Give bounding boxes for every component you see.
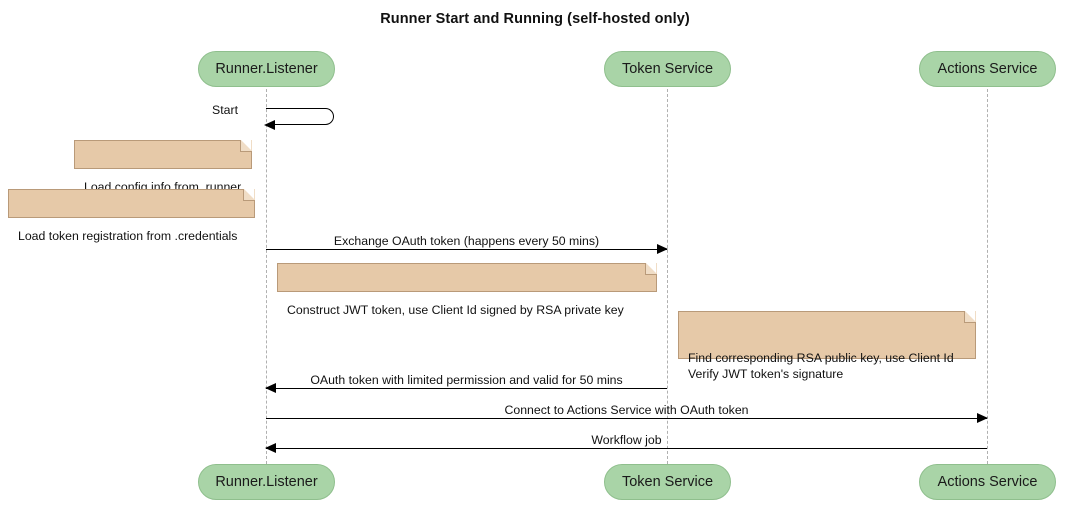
note-load-token-text: Load token registration from .credential…: [18, 229, 238, 243]
message-connect-actions-arrowhead: [977, 413, 988, 423]
participant-actions-top[interactable]: Actions Service: [919, 51, 1056, 87]
message-connect-actions-label: Connect to Actions Service with OAuth to…: [504, 403, 749, 417]
message-exchange-oauth-line: [266, 249, 667, 250]
note-construct-jwt-text: Construct JWT token, use Client Id signe…: [287, 303, 624, 317]
self-message-start-loop: [266, 108, 334, 125]
note-verify-jwt: Find corresponding RSA public key, use C…: [678, 310, 976, 381]
participant-actions-bottom-label: Actions Service: [937, 474, 1038, 490]
note-load-config: Load config info from .runner: [74, 139, 252, 194]
note-fold-corner-icon: [964, 310, 976, 323]
message-workflow-job-label: Workflow job: [591, 433, 662, 447]
self-message-start-arrowhead: [264, 120, 275, 130]
note-load-token: Load token registration from .credential…: [8, 188, 255, 243]
lifeline-token: [667, 89, 668, 464]
participant-token-top[interactable]: Token Service: [604, 51, 731, 87]
message-oauth-response-line: [266, 388, 667, 389]
participant-runner-top[interactable]: Runner.Listener: [198, 51, 335, 87]
lifeline-actions: [987, 89, 988, 464]
message-workflow-job-line: [266, 448, 987, 449]
message-workflow-job-arrowhead: [265, 443, 276, 453]
note-fold-corner-icon: [243, 188, 255, 201]
participant-token-bottom-label: Token Service: [621, 474, 714, 490]
note-construct-jwt: Construct JWT token, use Client Id signe…: [277, 262, 657, 317]
note-verify-jwt-text: Find corresponding RSA public key, use C…: [688, 351, 954, 381]
message-oauth-response-arrowhead: [265, 383, 276, 393]
participant-runner-top-label: Runner.Listener: [215, 61, 318, 77]
note-fold-corner-icon: [645, 262, 657, 275]
lifeline-runner: [266, 89, 267, 464]
diagram-title: Runner Start and Running (self-hosted on…: [380, 11, 690, 27]
message-exchange-oauth-arrowhead: [657, 244, 668, 254]
participant-token-bottom[interactable]: Token Service: [604, 464, 731, 500]
participant-actions-top-label: Actions Service: [937, 61, 1038, 77]
note-fold-corner-icon: [240, 139, 252, 152]
self-message-start-label: Start: [212, 103, 238, 117]
participant-runner-bottom[interactable]: Runner.Listener: [198, 464, 335, 500]
message-connect-actions-line: [266, 418, 987, 419]
participant-token-top-label: Token Service: [621, 61, 714, 77]
participant-actions-bottom[interactable]: Actions Service: [919, 464, 1056, 500]
participant-runner-bottom-label: Runner.Listener: [215, 474, 318, 490]
message-exchange-oauth-label: Exchange OAuth token (happens every 50 m…: [333, 234, 600, 248]
message-oauth-response-label: OAuth token with limited permission and …: [310, 373, 623, 387]
